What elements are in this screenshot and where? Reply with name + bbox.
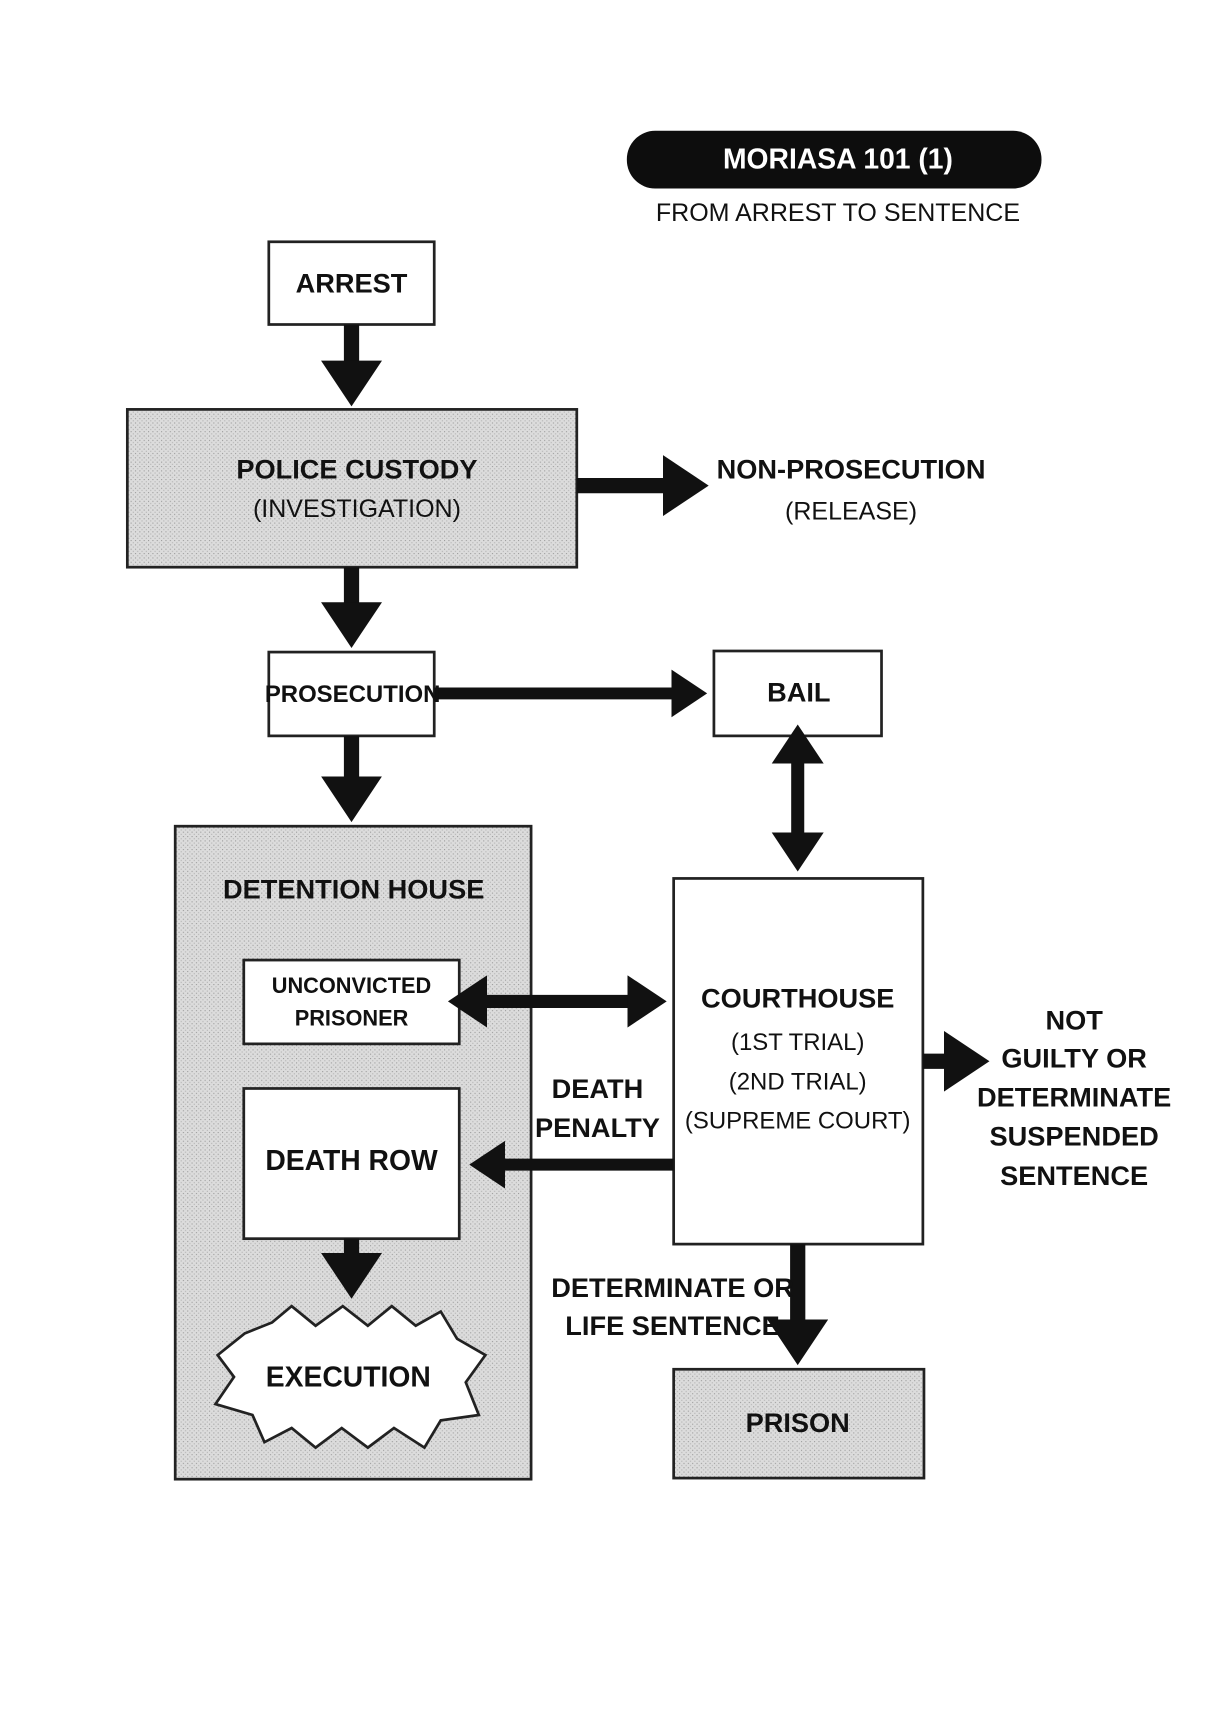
courthouse-line-3: (SUPREME COURT) (685, 1108, 911, 1135)
not-guilty-line-1: NOT (1045, 1004, 1103, 1035)
courthouse-label: COURTHOUSE (701, 983, 894, 1014)
unconvicted-label-1: UNCONVICTED (272, 973, 432, 998)
unconvicted-prisoner-box (242, 958, 461, 1046)
not-guilty-line-4: SUSPENDED (990, 1121, 1159, 1152)
prison-box (672, 1367, 926, 1480)
execution-label: EXECUTION (266, 1361, 431, 1393)
police-custody-box (125, 408, 579, 569)
death-row-label: DEATH ROW (265, 1144, 438, 1176)
police-custody-sub: (INVESTIGATION) (253, 495, 461, 523)
determinate-label-1: DETERMINATE OR (551, 1272, 794, 1303)
execution-starburst (213, 1304, 488, 1450)
detention-house-label: DETENTION HOUSE (223, 874, 484, 905)
non-prosecution-sub: (RELEASE) (785, 497, 917, 525)
arrest-box (267, 240, 436, 326)
determinate-label-2: LIFE SENTENCE (565, 1310, 780, 1341)
title: MORIASA 101 (1) (723, 143, 953, 175)
courthouse-line-2: (2ND TRIAL) (729, 1068, 867, 1095)
death-row-box (242, 1087, 461, 1241)
prison-label: PRISON (746, 1407, 850, 1438)
not-guilty-line-2: GUILTY OR (1001, 1042, 1147, 1073)
non-prosecution-label: NON-PROSECUTION (717, 454, 986, 485)
title-pill (626, 130, 1042, 189)
courthouse-line-1: (1ST TRIAL) (731, 1029, 864, 1056)
subtitle: FROM ARREST TO SENTENCE (656, 199, 1020, 227)
not-guilty-line-3: DETERMINATE (977, 1082, 1171, 1113)
police-custody-label: POLICE CUSTODY (236, 454, 477, 485)
death-penalty-label-1: DEATH (552, 1073, 644, 1104)
arrest-label: ARREST (296, 268, 408, 299)
prosecution-label: PROSECUTION (265, 681, 441, 708)
bail-label: BAIL (767, 677, 830, 708)
unconvicted-label-2: PRISONER (295, 1006, 409, 1031)
death-penalty-label-2: PENALTY (535, 1112, 660, 1143)
not-guilty-line-5: SENTENCE (1000, 1160, 1148, 1191)
courthouse-box (672, 877, 925, 1246)
